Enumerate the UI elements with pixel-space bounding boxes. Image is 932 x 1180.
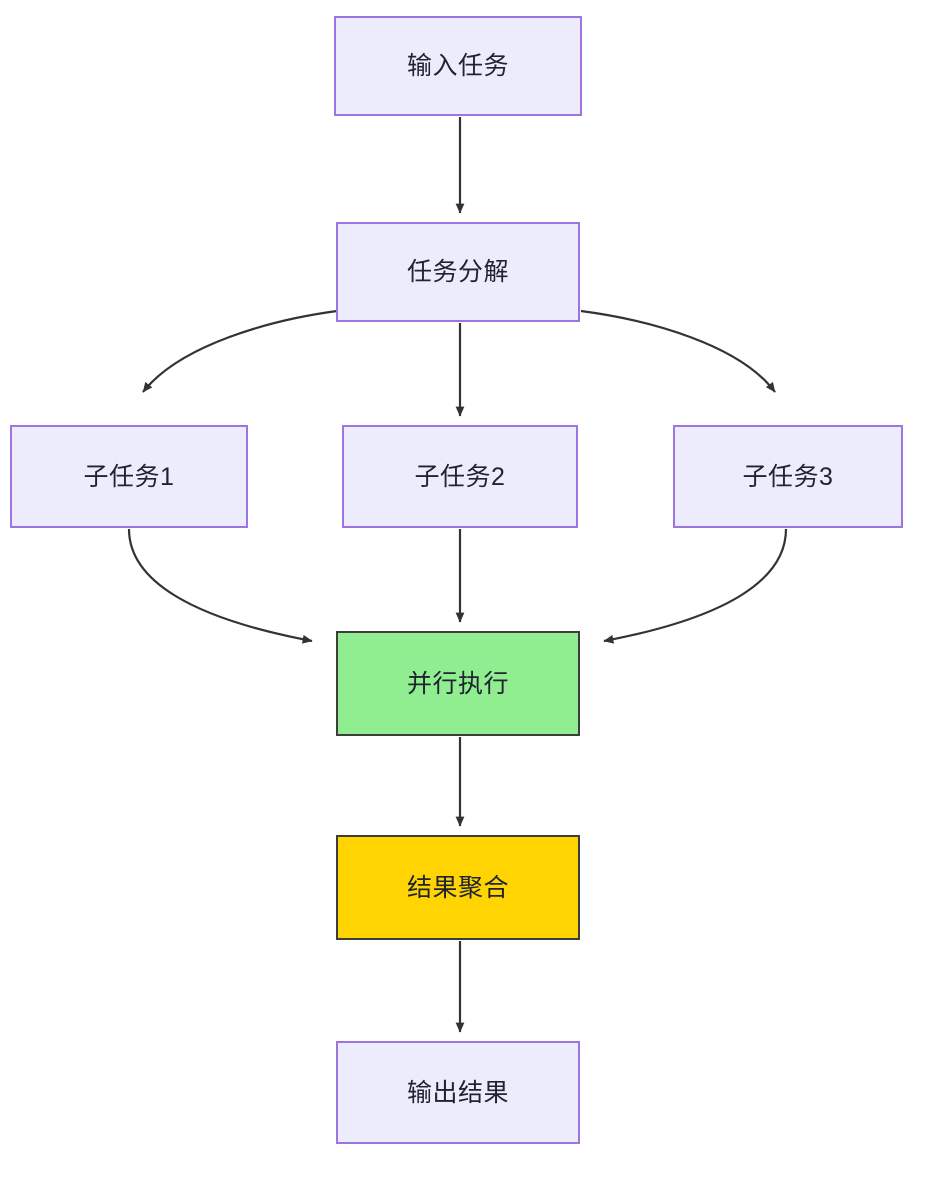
- edge-subtask-1-to-parallel-exec: [127, 528, 313, 644]
- node-input-task-label: 输入任务: [406, 52, 509, 80]
- edge-task-decompose-to-subtask-1: [142, 309, 338, 393]
- node-subtask-2-label: 子任务2: [414, 462, 506, 491]
- node-input-task[interactable]: 输入任务: [334, 16, 582, 116]
- node-result-aggregate-label: 结果聚合: [406, 873, 509, 902]
- node-subtask-3[interactable]: 子任务3: [673, 425, 903, 528]
- node-parallel-exec-label: 并行执行: [406, 669, 509, 698]
- node-output-result[interactable]: 输出结果: [336, 1041, 580, 1144]
- node-task-decompose[interactable]: 任务分解: [336, 222, 580, 322]
- node-subtask-2[interactable]: 子任务2: [342, 425, 578, 528]
- node-task-decompose-label: 任务分解: [406, 258, 509, 286]
- node-output-result-label: 输出结果: [406, 1078, 509, 1107]
- node-subtask-3-label: 子任务3: [742, 462, 834, 491]
- node-subtask-1-label: 子任务1: [83, 462, 175, 491]
- node-parallel-exec[interactable]: 并行执行: [336, 631, 580, 736]
- edge-subtask-3-to-parallel-exec: [603, 528, 788, 644]
- node-subtask-1[interactable]: 子任务1: [10, 425, 248, 528]
- node-result-aggregate[interactable]: 结果聚合: [336, 835, 580, 940]
- edge-task-decompose-to-subtask-3: [580, 309, 776, 393]
